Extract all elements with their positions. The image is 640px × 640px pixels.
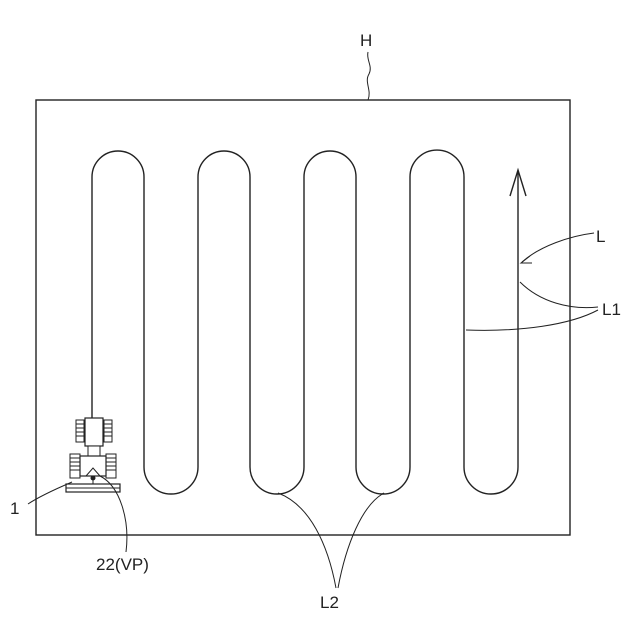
travel-route: [92, 150, 518, 494]
label-vehicle-point-22: 22(VP): [96, 555, 149, 574]
leader-L1-upper: [520, 282, 598, 308]
leader-L: [522, 233, 594, 262]
leader-1: [28, 482, 72, 504]
label-tractor-1: 1: [10, 499, 19, 518]
leader-L2-right: [338, 493, 384, 588]
label-field-H: H: [360, 31, 372, 50]
leader-L-arrow: [521, 256, 532, 263]
leader-H: [367, 52, 370, 100]
leader-L2-left: [278, 493, 336, 588]
leader-L1-lower: [466, 310, 598, 330]
label-straight-path-L1: L1: [602, 300, 621, 319]
label-turn-path-L2: L2: [320, 593, 339, 612]
label-route-L: L: [596, 227, 605, 246]
tractor-icon: [66, 418, 120, 492]
